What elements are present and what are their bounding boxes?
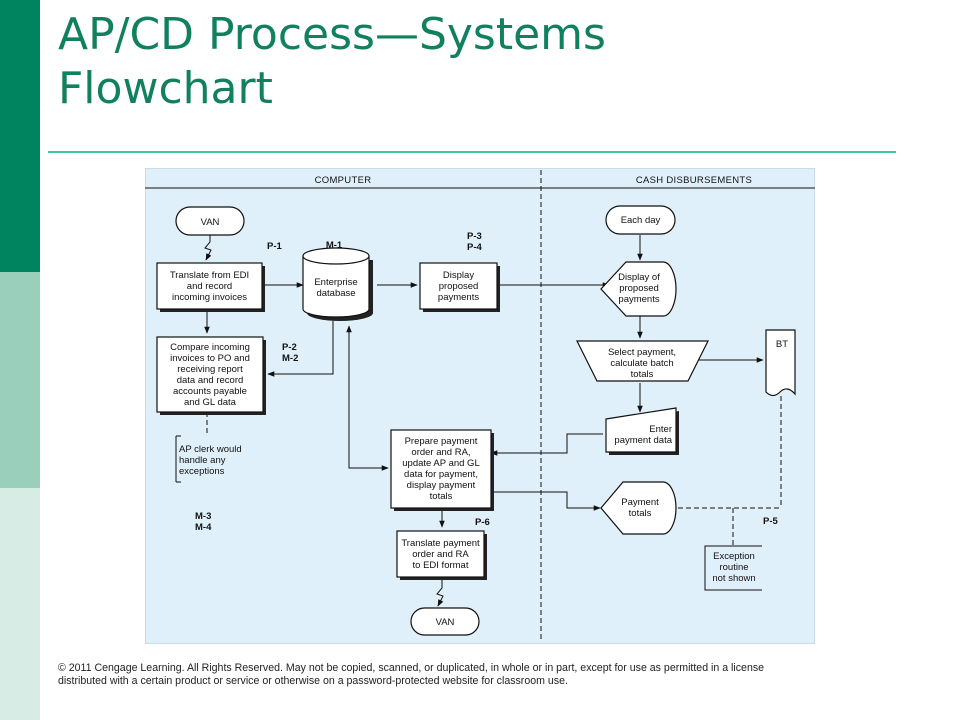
prepare-line-2: order and RA,: [411, 447, 470, 458]
display-line-3: payments: [438, 292, 479, 303]
copyright-line-1: © 2011 Cengage Learning. All Rights Rese…: [58, 662, 765, 674]
column-header-cash-disbursements: CASH DISBURSEMENTS: [636, 175, 752, 186]
select-line-2: calculate batch: [610, 358, 673, 369]
accent-band-bottom: [0, 488, 40, 720]
code-p3: P-3: [467, 231, 482, 242]
prepare-payment-process: Prepare payment order and RA, update AP …: [390, 429, 494, 511]
display-of-proposed-payments: Display of proposed payments: [600, 261, 677, 317]
compare-line-2: invoices to PO and: [170, 353, 250, 364]
slide-title-line-1: AP/CD Process—Systems: [58, 9, 606, 60]
title-divider: [48, 151, 896, 153]
bt-document: BT: [765, 329, 796, 397]
ap-clerk-line-2: handle any: [179, 455, 226, 466]
connector-database-prepare: [346, 325, 389, 471]
payment-totals-display: Payment totals: [600, 481, 677, 535]
compare-line-5: accounts payable: [173, 386, 247, 397]
ap-clerk-annotation: AP clerk would handle any exceptions: [175, 435, 242, 483]
connector-translate-ra-to-van: [436, 580, 444, 607]
accent-band-top: [0, 0, 40, 272]
code-p4: P-4: [467, 242, 483, 253]
systems-flowchart: COMPUTER CASH DISBURSEMENTS VAN P-1 Tran…: [145, 168, 815, 644]
select-payment-manual-operation: Select payment, calculate batch totals: [576, 340, 709, 382]
each-day-label: Each day: [621, 215, 661, 226]
select-line-3: totals: [631, 369, 654, 380]
exception-line-2: routine: [719, 562, 748, 573]
select-line-1: Select payment,: [608, 347, 676, 358]
connectors: [204, 235, 782, 607]
translate-edi-line-2: and record: [187, 281, 232, 292]
translate-ra-line-1: Translate payment: [401, 538, 480, 549]
translate-ra-line-3: to EDI format: [413, 560, 469, 571]
database-line-2: database: [316, 288, 355, 299]
exception-line-1: Exception: [713, 551, 755, 562]
slide-title: AP/CD Process—Systems Flowchart: [58, 8, 918, 115]
display-of-line-3: payments: [618, 294, 659, 305]
code-p5: P-5: [763, 516, 779, 527]
van-bottom-label: VAN: [436, 617, 455, 628]
translate-edi-line-1: Translate from EDI: [170, 270, 249, 281]
compare-invoices-process: Compare incoming invoices to PO and rece…: [156, 336, 266, 415]
translate-edi-line-3: incoming invoices: [172, 292, 247, 303]
code-p2: P-2: [282, 342, 297, 353]
exception-routine-annotation: Exception routine not shown: [704, 545, 762, 591]
display-line-1: Display: [443, 270, 474, 281]
van-bottom-terminal: VAN: [410, 607, 480, 636]
code-m1: M-1: [326, 240, 343, 251]
enterprise-database-cylinder: Enterprise database: [302, 247, 373, 321]
connector-database-to-compare: [267, 321, 334, 377]
enter-line-2: payment data: [614, 435, 672, 446]
accent-band-middle: [0, 272, 40, 488]
connector-enter-to-prepare: [490, 433, 603, 456]
code-p1: P-1: [267, 241, 283, 252]
copyright-notice: © 2011 Cengage Learning. All Rights Rese…: [58, 662, 938, 687]
payment-totals-line-1: Payment: [621, 497, 659, 508]
code-m2: M-2: [282, 353, 298, 364]
display-of-line-1: Display of: [618, 272, 660, 283]
compare-line-3: receiving report: [177, 364, 243, 375]
code-m4: M-4: [195, 522, 212, 533]
compare-line-6: and GL data: [184, 397, 237, 408]
translate-ra-line-2: order and RA: [412, 549, 469, 560]
compare-line-4: data and record: [177, 375, 244, 386]
display-of-line-2: proposed: [619, 283, 659, 294]
enter-payment-data-input: Enter payment data: [605, 407, 679, 455]
slide-title-line-2: Flowchart: [58, 62, 273, 114]
each-day-terminal: Each day: [605, 205, 676, 235]
ap-clerk-line-1: AP clerk would: [179, 444, 242, 455]
van-top-label: VAN: [201, 217, 220, 228]
bt-label: BT: [776, 339, 788, 350]
van-top-terminal: VAN: [175, 206, 245, 236]
enter-line-1: Enter: [649, 424, 672, 435]
connector-van-to-translate: [204, 235, 212, 261]
payment-totals-line-2: totals: [629, 508, 652, 519]
prepare-line-6: totals: [430, 491, 453, 502]
prepare-line-1: Prepare payment: [405, 436, 478, 447]
prepare-line-5: display payment: [407, 480, 476, 491]
connector-prepare-to-payment-totals: [491, 491, 601, 511]
compare-line-1: Compare incoming: [170, 342, 250, 353]
prepare-line-4: data for payment,: [404, 469, 478, 480]
translate-edi-process: Translate from EDI and record incoming i…: [156, 262, 265, 312]
code-p6: P-6: [475, 517, 490, 528]
column-header-computer: COMPUTER: [315, 175, 372, 186]
display-line-2: proposed: [439, 281, 479, 292]
ap-clerk-line-3: exceptions: [179, 466, 225, 477]
display-proposed-payments-process: Display proposed payments: [419, 262, 500, 312]
exception-line-3: not shown: [712, 573, 755, 584]
translate-ra-process: Translate payment order and RA to EDI fo…: [396, 530, 487, 580]
code-m3: M-3: [195, 511, 211, 522]
copyright-line-2: distributed with a certain product or se…: [58, 674, 568, 687]
database-line-1: Enterprise: [314, 277, 357, 288]
prepare-line-3: update AP and GL: [402, 458, 479, 469]
